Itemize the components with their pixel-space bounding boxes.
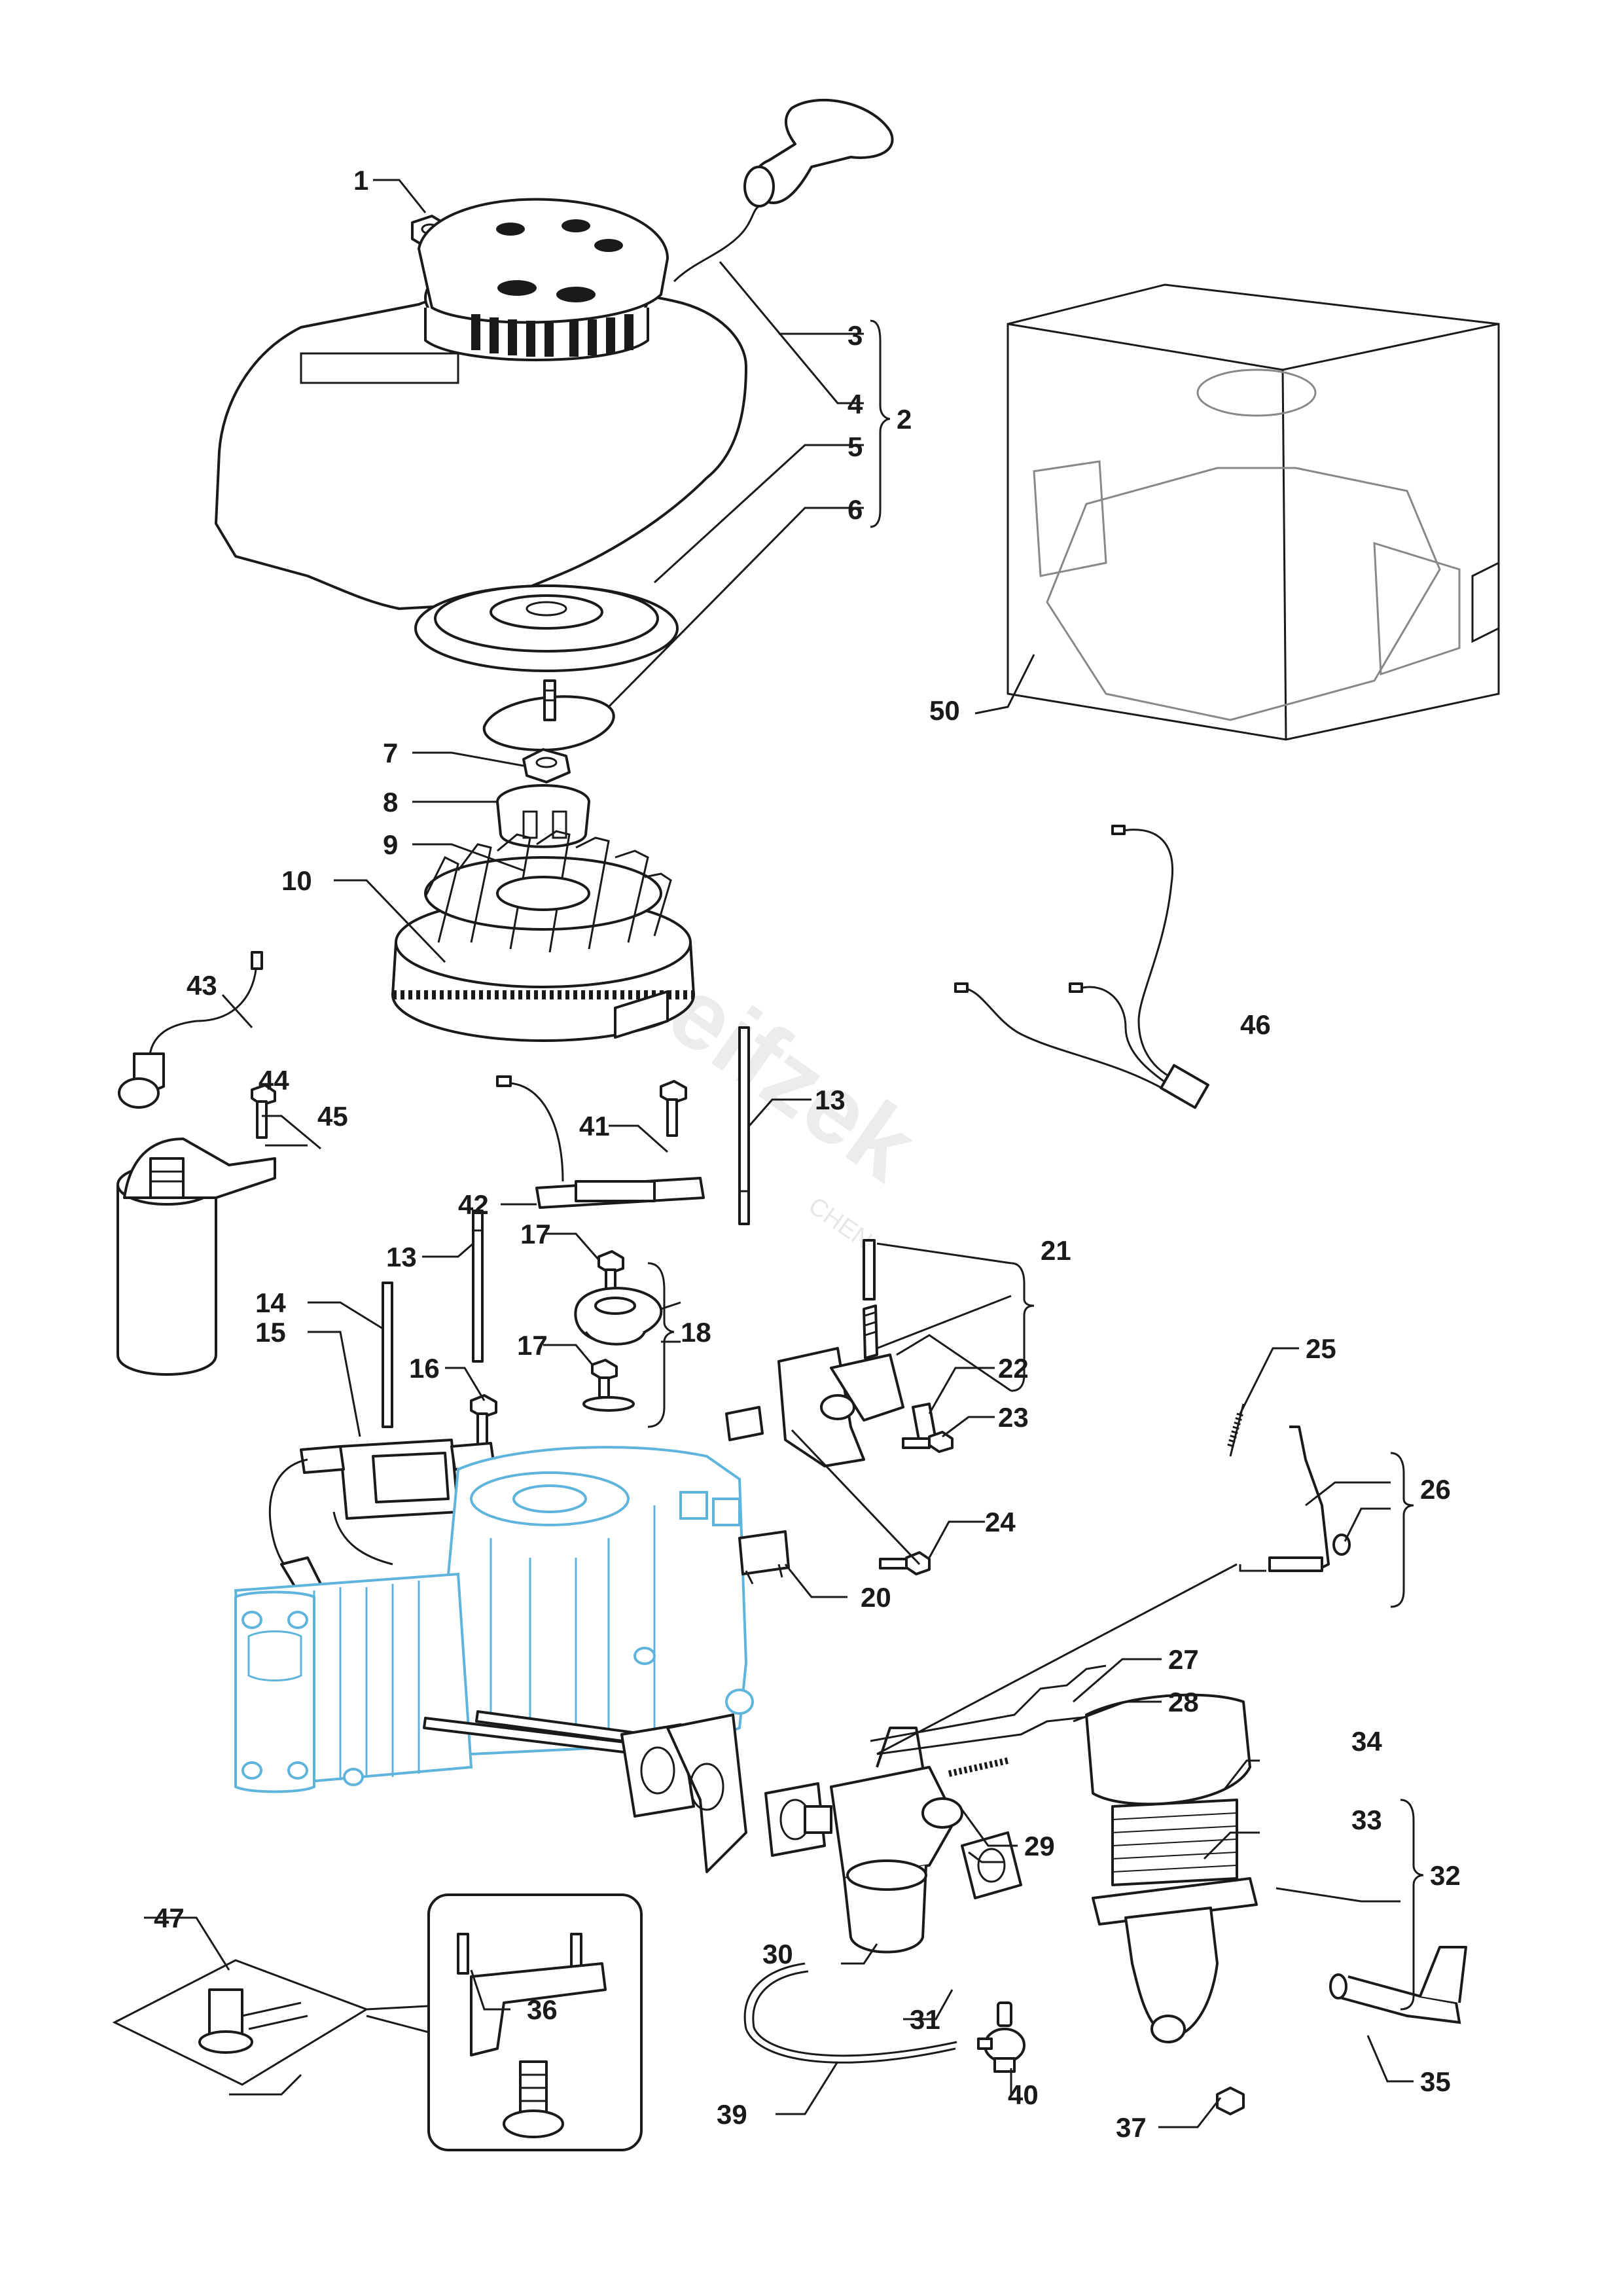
part-44-starter-motor	[116, 1138, 276, 1376]
leader-lines	[144, 179, 1424, 2128]
intake-gaskets	[620, 1713, 826, 1873]
part-35-hose	[1329, 1946, 1467, 2024]
part-6-pawl	[482, 679, 615, 751]
part-20-switch	[738, 1530, 790, 1585]
part-47-detail-box	[366, 1893, 643, 2151]
part-34-air-filter-cover	[1085, 1693, 1251, 1806]
callout-5: 5	[847, 431, 863, 462]
part-42-charge-coil	[496, 1075, 705, 1209]
part-50-complete-engine	[1007, 283, 1500, 741]
callout-37: 37	[1116, 2112, 1147, 2143]
part-18-governor	[574, 1287, 663, 1346]
part-40-fuel-filter	[977, 2001, 1026, 2073]
part-26-lever	[1268, 1426, 1351, 1572]
part-14-stud	[382, 1282, 393, 1428]
recoil-starter-housing	[215, 198, 760, 610]
part-37-nut	[1216, 2087, 1245, 2115]
callout-15: 15	[255, 1317, 286, 1348]
callout-13-upper: 13	[815, 1085, 846, 1115]
engine-block	[234, 1446, 754, 1793]
callout-41: 41	[579, 1111, 610, 1141]
part-13-stud-right	[738, 1026, 750, 1225]
callout-4: 4	[847, 389, 863, 420]
callout-16: 16	[409, 1353, 440, 1384]
callout-32: 32	[1430, 1860, 1461, 1891]
part-16-bolt	[470, 1394, 497, 1448]
callout-50: 50	[929, 695, 960, 726]
callout-35: 35	[1420, 2066, 1451, 2097]
callout-42: 42	[458, 1189, 489, 1220]
callout-20: 20	[861, 1582, 891, 1613]
callout-45: 45	[317, 1101, 348, 1132]
callout-44: 44	[259, 1065, 289, 1096]
part-7-nut	[522, 748, 571, 783]
callout-8: 8	[383, 787, 398, 817]
callout-28: 28	[1168, 1687, 1199, 1717]
callout-10: 10	[281, 865, 312, 896]
callout-6: 6	[847, 494, 863, 525]
part-41-bolt	[660, 1080, 687, 1137]
callout-3: 3	[847, 320, 863, 351]
callout-46: 46	[1240, 1009, 1271, 1040]
callout-9: 9	[383, 829, 398, 860]
callout-36: 36	[527, 1994, 558, 2025]
callout-40: 40	[1008, 2079, 1039, 2110]
linkage-rods	[870, 1664, 1107, 1777]
callout-21: 21	[1041, 1235, 1071, 1266]
part-17-bolt-bottom	[582, 1359, 635, 1412]
callout-43: 43	[187, 970, 217, 1001]
callout-17-lower: 17	[517, 1330, 548, 1361]
part-30-carburetor	[804, 1727, 963, 1954]
part-32-air-filter-base	[1092, 1877, 1258, 2043]
part-23-bolt	[902, 1431, 954, 1453]
callout-22: 22	[998, 1353, 1029, 1384]
part-39-fuel-line	[743, 1962, 957, 2064]
callout-7: 7	[383, 738, 398, 768]
callout-18: 18	[681, 1317, 711, 1348]
callout-33: 33	[1351, 1804, 1382, 1835]
callout-26: 26	[1420, 1474, 1451, 1505]
callout-14: 14	[255, 1287, 286, 1318]
callout-29: 29	[1024, 1831, 1055, 1861]
callout-23: 23	[998, 1402, 1029, 1433]
part-45-bolt	[251, 1084, 276, 1139]
part-8-starter-cup	[496, 784, 590, 848]
callout-34: 34	[1351, 1726, 1382, 1757]
part-15-ignition-coil	[268, 1439, 495, 1598]
part-31-gasket	[961, 1831, 1022, 1899]
callout-31: 31	[910, 2004, 940, 2035]
callout-39: 39	[717, 2099, 747, 2130]
callout-47: 47	[154, 1903, 185, 1933]
callout-17-upper: 17	[520, 1219, 551, 1249]
callout-1: 1	[353, 165, 368, 196]
part-47-hardware-kit	[112, 1959, 369, 2086]
part-13-stud-left	[472, 1210, 484, 1363]
vent-slots	[471, 219, 633, 357]
callout-30: 30	[762, 1939, 793, 1969]
part-17-bolt-top	[597, 1250, 624, 1294]
part-24-bolt	[879, 1551, 931, 1575]
callout-24: 24	[985, 1507, 1016, 1537]
callout-labels: 1 2 3 4 5 6 7 8 9 10 13 13 14 15 16 17 1…	[154, 165, 1461, 2143]
callout-2: 2	[897, 404, 912, 435]
part-43-wire	[118, 951, 263, 1109]
part-46-wiring-harness	[954, 825, 1209, 1109]
part-5-pulley	[414, 584, 679, 672]
callout-25: 25	[1306, 1333, 1336, 1364]
part-33-filter-element	[1111, 1799, 1238, 1886]
callout-27: 27	[1168, 1644, 1199, 1675]
part-10-flywheel	[391, 830, 695, 1042]
callout-13-lower: 13	[386, 1242, 417, 1272]
part-21-throttle-bracket	[725, 1239, 904, 1467]
part-3-starter-handle	[743, 99, 894, 207]
